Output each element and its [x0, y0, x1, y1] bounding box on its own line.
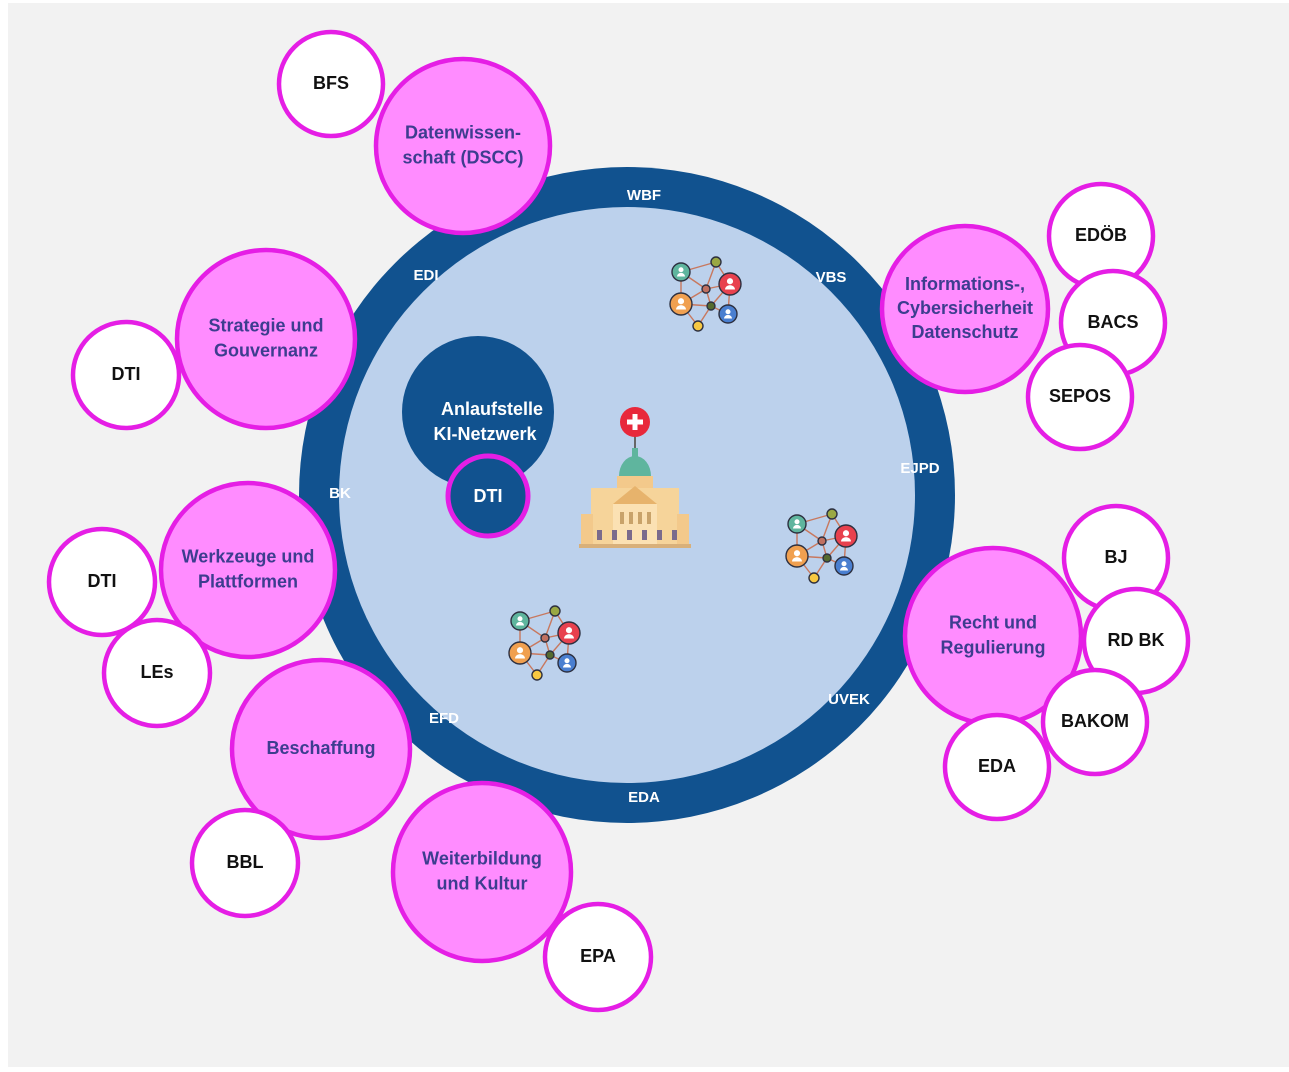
topic-label-line: Gouvernanz: [214, 340, 318, 360]
org-label: DTI: [112, 364, 141, 384]
org-bubble-dti[interactable]: DTI: [46, 526, 158, 638]
org-bubble-bakom[interactable]: BAKOM: [1040, 667, 1150, 777]
network-people-icon: [669, 256, 742, 332]
hub-circle: [402, 336, 554, 488]
ring-label-edi: EDI: [413, 267, 438, 284]
network-people-icon: [508, 605, 581, 681]
hub-owner-circle[interactable]: [445, 453, 531, 539]
topic-label: Datenwissen-schaft (DSCC): [402, 122, 523, 167]
topic-bubble-datenwissenschaft[interactable]: Datenwissen-schaft (DSCC): [373, 56, 553, 236]
topic-label-line: Beschaffung: [266, 738, 375, 758]
federal-palace-icon: [579, 407, 691, 548]
topic-label: Weiterbildung und Kultur: [422, 848, 542, 893]
org-label: LEs: [140, 662, 173, 682]
org-bubble-epa[interactable]: EPA: [542, 901, 654, 1013]
topic-label-line: Informations-,: [905, 274, 1025, 294]
topic-label-line: Werkzeuge und: [182, 546, 315, 566]
ring-label-ejpd: EJPD: [900, 460, 939, 477]
topic-label-line: Regulierung: [940, 637, 1045, 657]
org-label: DTI: [88, 571, 117, 591]
topic-group-informationssicherheit: Informations-, CybersicherheitDatenschutz…: [879, 181, 1168, 452]
topic-label-line: Weiterbildung: [422, 848, 542, 868]
topic-group-datenwissenschaft: BFS Datenwissen-schaft (DSCC): [276, 29, 553, 236]
org-label: BACS: [1087, 312, 1138, 332]
topic-label: Beschaffung: [266, 738, 375, 758]
org-label: EPA: [580, 946, 616, 966]
org-label: RD BK: [1108, 630, 1165, 650]
topic-label-line: Strategie und: [208, 315, 323, 335]
org-label: SEPOS: [1049, 386, 1111, 406]
org-label: BJ: [1104, 547, 1127, 567]
topic-bubble-beschaffung[interactable]: Beschaffung: [229, 657, 413, 841]
topic-label-line: schaft (DSCC): [402, 147, 523, 167]
org-bubble-dti[interactable]: DTI: [70, 319, 182, 431]
topic-label-line: Recht und: [949, 612, 1037, 632]
org-label: EDA: [978, 756, 1016, 776]
hub-title-line2: KI-Netzwerk: [433, 424, 537, 444]
org-bubble-les[interactable]: LEs: [101, 617, 213, 729]
ring-label-wbf: WBF: [627, 187, 661, 204]
org-bubble-bj[interactable]: BJ: [1061, 503, 1171, 613]
hub-title-line1: Anlaufstelle: [441, 399, 543, 419]
ring-label-vbs: VBS: [816, 269, 847, 286]
topic-label-line: Datenschutz: [911, 322, 1018, 342]
ring-label-bk: BK: [329, 485, 351, 502]
ring-label-eda: EDA: [628, 789, 660, 806]
ring-label-efd: EFD: [429, 710, 459, 727]
org-label: BBL: [227, 852, 264, 872]
org-bubble-bbl[interactable]: BBL: [189, 807, 301, 919]
org-label: BFS: [313, 73, 349, 93]
topic-label-line: und Kultur: [437, 873, 528, 893]
ring-department-labels: WBF VBS EJPD UVEK EDA EFD BK EDI: [329, 187, 940, 806]
topic-label-line: Plattformen: [198, 571, 298, 591]
hub-owner-label: DTI: [474, 486, 503, 506]
org-label: BAKOM: [1061, 711, 1129, 731]
topic-bubble-weiterbildung[interactable]: Weiterbildung und Kultur: [390, 780, 574, 964]
org-bubble-bfs[interactable]: BFS: [276, 29, 386, 139]
ring-label-uvek: UVEK: [828, 691, 870, 708]
org-label: EDÖB: [1075, 225, 1127, 245]
topic-label-line: Datenwissen-: [405, 122, 521, 142]
topic-label-line: Cybersicherheit: [897, 298, 1033, 318]
org-bubble-eda[interactable]: EDA: [942, 712, 1052, 822]
org-bubble-sepos[interactable]: SEPOS: [1025, 342, 1135, 452]
network-people-icon: [785, 508, 858, 584]
